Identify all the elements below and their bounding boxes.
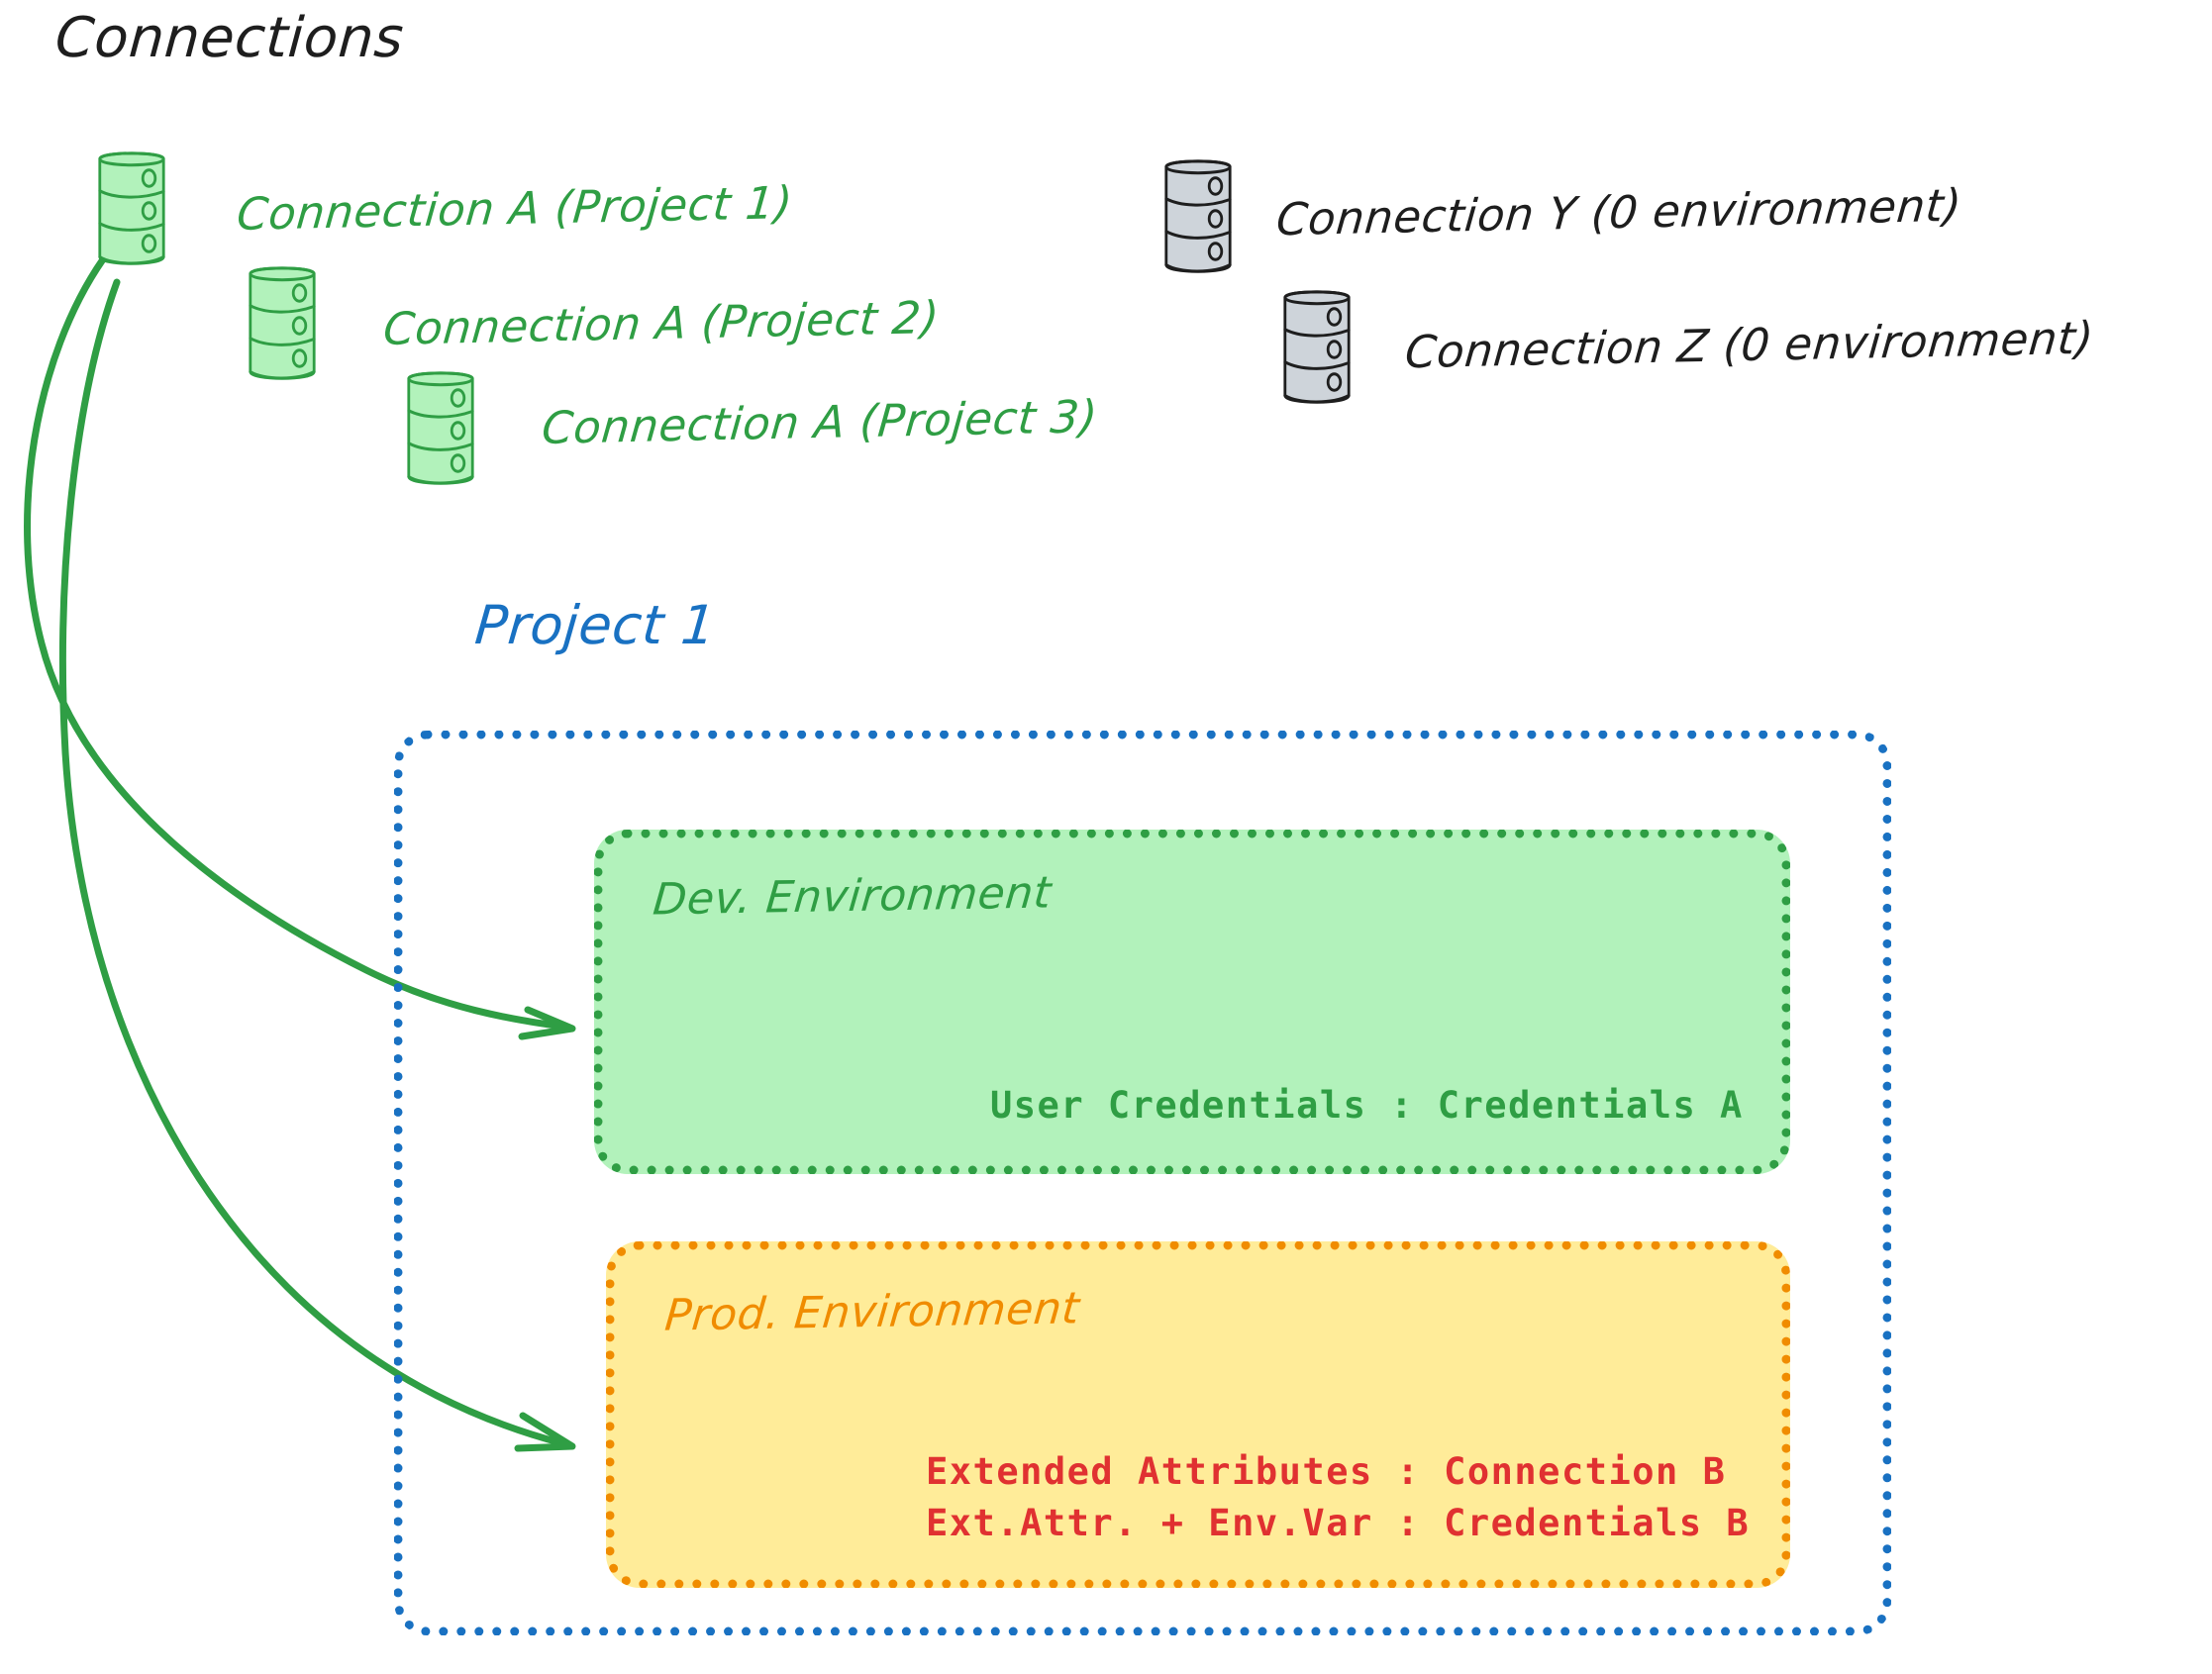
database-icon-conn-a-project-1 [98, 151, 165, 265]
page-title: Connections [52, 6, 406, 70]
prod-environment-box [606, 1241, 1790, 1588]
arrow-to-prod-environment [58, 278, 566, 1447]
prod-environment-row-ext-attr-env-var: Ext.Attr. + Env.Var : Credentials B [926, 1502, 1751, 1544]
database-icon-conn-a-project-3 [407, 371, 474, 485]
arrow-to-dev-environment-head [518, 1006, 576, 1040]
database-icon-conn-z [1283, 290, 1351, 404]
arrow-to-dev-environment [24, 255, 566, 1031]
project-title: Project 1 [472, 594, 719, 656]
dev-environment-box [594, 830, 1790, 1174]
prod-environment-row-extended-attributes: Extended Attributes : Connection B [926, 1450, 1727, 1493]
dev-environment-title: Dev. Environment [651, 867, 1054, 926]
database-icon-conn-a-project-2 [249, 266, 316, 380]
arrow-to-prod-environment-head [514, 1412, 576, 1452]
database-icon-conn-y [1164, 159, 1232, 273]
prod-environment-title: Prod. Environment [662, 1283, 1082, 1341]
dev-environment-row-user-credentials: User Credentials : Credentials A [990, 1084, 1744, 1127]
project-1-container [394, 731, 1891, 1635]
